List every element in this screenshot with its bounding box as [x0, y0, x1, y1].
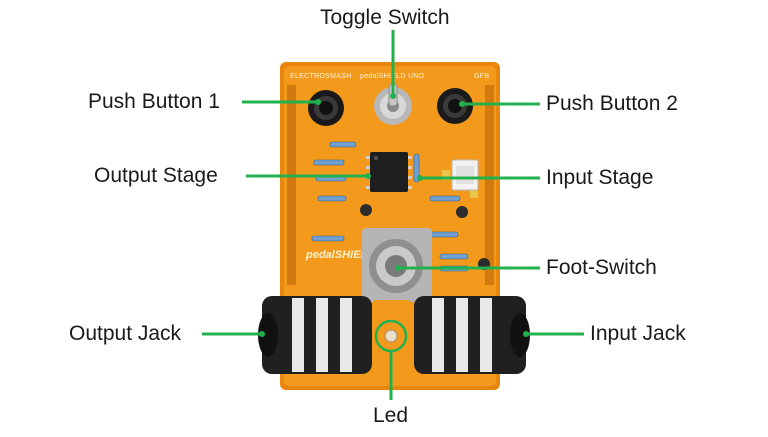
label-input-jack: Input Jack	[590, 322, 686, 345]
label-push-button-1: Push Button 1	[88, 90, 220, 113]
brand-silkscreen: ELECTROSMASH	[290, 73, 352, 80]
foot-switch-part	[362, 228, 432, 302]
header-pins-right	[485, 85, 494, 285]
label-led: Led	[373, 404, 409, 427]
leader-lines	[202, 30, 584, 400]
input-connector	[451, 159, 479, 191]
push-button-1-part	[308, 90, 344, 126]
output-jack-part	[258, 296, 372, 374]
ic-chip	[366, 152, 412, 192]
label-output-stage: Output Stage	[94, 164, 218, 187]
label-foot-switch: Foot-Switch	[546, 256, 657, 279]
push-button-2-part	[437, 88, 473, 124]
header-pins-left	[287, 85, 296, 285]
logo-silkscreen: pedalSHIELD	[305, 249, 375, 261]
label-push-button-2: Push Button 2	[546, 92, 678, 115]
label-toggle-switch: Toggle Switch	[320, 6, 450, 29]
toggle-switch-part	[374, 83, 412, 125]
corner-silkscreen: GFB	[474, 73, 489, 80]
label-input-stage: Input Stage	[546, 166, 654, 189]
label-output-jack: Output Jack	[69, 322, 182, 345]
pcb-board: ELECTROSMASH pedalSHIELD UNO GFB pedalSH…	[258, 62, 530, 390]
input-jack-part	[414, 296, 530, 374]
